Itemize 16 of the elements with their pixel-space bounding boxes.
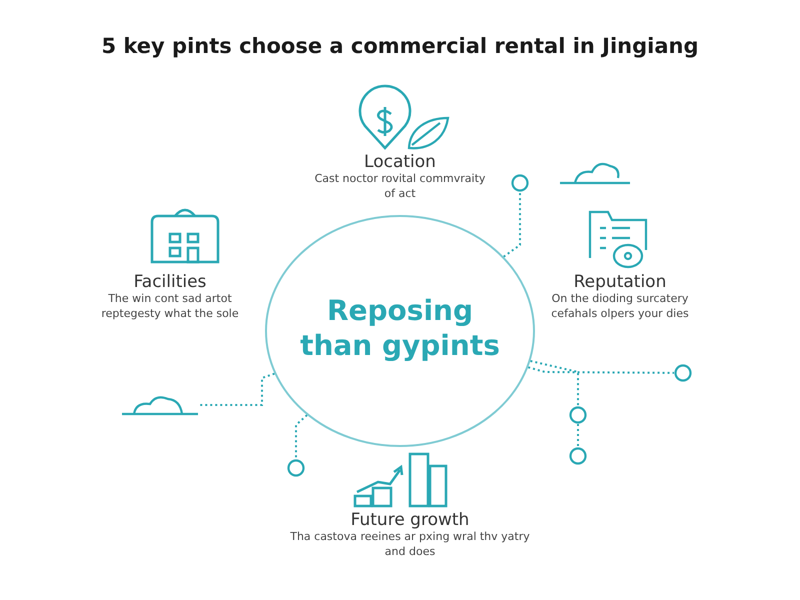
dotted-connector xyxy=(530,360,579,406)
point-description: Tha castova reeines ar pxing wral thv yatry and does xyxy=(290,530,530,559)
dotted-connector xyxy=(577,424,579,447)
title: 5 key pints choose a commercial rental in Jingiang xyxy=(100,34,700,58)
dotted-connector xyxy=(295,414,308,459)
dotted-connector xyxy=(528,366,674,374)
center-heading: Reposing than gypints xyxy=(300,293,500,363)
point-description: On the dioding surcatery cefahals olpers your dies xyxy=(550,292,690,321)
point-description: The win cont sad artot reptegesty what the sole xyxy=(100,292,240,321)
point-heading: Location xyxy=(364,152,436,172)
point-heading: Future growth xyxy=(350,510,470,530)
dotted-connector xyxy=(503,192,521,258)
point-heading: Facilities xyxy=(134,272,206,292)
point-description: Cast noctor rovital commvraity of act xyxy=(314,172,486,201)
point-heading: Reputation xyxy=(574,272,666,292)
dotted-connector xyxy=(200,372,275,406)
